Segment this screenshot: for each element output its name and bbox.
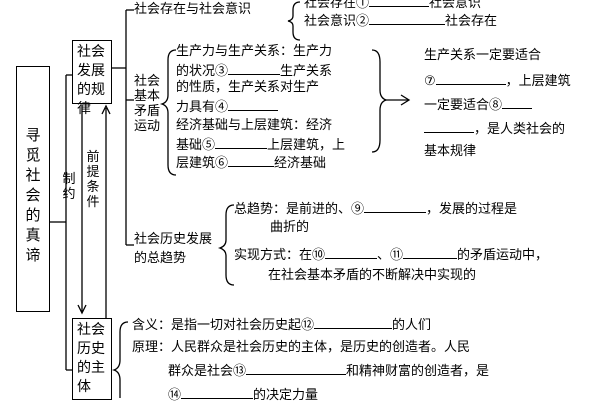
blank-3 <box>228 62 281 75</box>
blank-8 <box>502 96 533 109</box>
blank-2 <box>369 12 446 25</box>
trend-method-2: 在社会基本矛盾的不断解决中实现的 <box>268 268 477 283</box>
contradiction-label: 社会基本矛盾运动 <box>134 74 161 134</box>
trend-label: 社会历史发展的总趋势 <box>134 232 213 266</box>
result-line3: 一定要适合⑧ <box>424 96 533 114</box>
result-line2: ⑦，上层建筑 <box>424 72 571 89</box>
blank-1 <box>369 0 430 7</box>
contradiction-line5: 经济基础与上层建筑：经济 <box>176 118 333 133</box>
result-line5: 基本规律 <box>424 144 477 159</box>
qianti-label: 前提条件 <box>86 150 100 210</box>
blank-13 <box>246 362 347 375</box>
subject-principle-1: 原理：人民群众是社会历史的主体，是历史的创造者。人民 <box>132 340 471 355</box>
blank-11 <box>403 246 458 259</box>
blank-7 <box>435 72 506 85</box>
result-line4: ，是人类社会的 <box>424 120 565 138</box>
existence-heading: 社会存在与社会意识 <box>134 2 252 17</box>
law-label-text: 社会发展的规律 <box>77 44 105 117</box>
subject-label-text: 社会历史的主体 <box>77 322 105 395</box>
blank-14 <box>181 386 254 399</box>
law-label: 社会发展的规律 <box>77 43 109 119</box>
blank-12 <box>314 316 393 329</box>
blank-9 <box>364 200 427 213</box>
result-line1: 生产关系一定要适合 <box>424 48 542 63</box>
blank-8b <box>424 120 474 133</box>
blank-4 <box>228 98 279 111</box>
blank-10 <box>325 246 378 259</box>
subject-box: 社会历史的主体 <box>72 318 112 400</box>
law-box: 社会发展的规律 <box>72 40 112 117</box>
subject-label: 社会历史的主体 <box>77 321 109 397</box>
contradiction-line4: 力具有④ <box>176 98 279 116</box>
contradiction-line3: 的性质，生产关系对生产 <box>176 80 320 95</box>
root-label: 寻觅社会的真谛 <box>25 126 41 264</box>
trend-general-2: 曲折的 <box>270 220 310 235</box>
root-box: 寻觅社会的真谛 <box>16 66 50 312</box>
contradiction-line1: 生产力与生产关系：生产力 <box>176 44 333 59</box>
trend-general: 总趋势：是前进的、⑨，发展的过程是 <box>234 200 518 217</box>
blank-6 <box>228 154 275 167</box>
blank-5 <box>215 136 268 149</box>
zhiyue-label: 制约 <box>62 172 76 202</box>
